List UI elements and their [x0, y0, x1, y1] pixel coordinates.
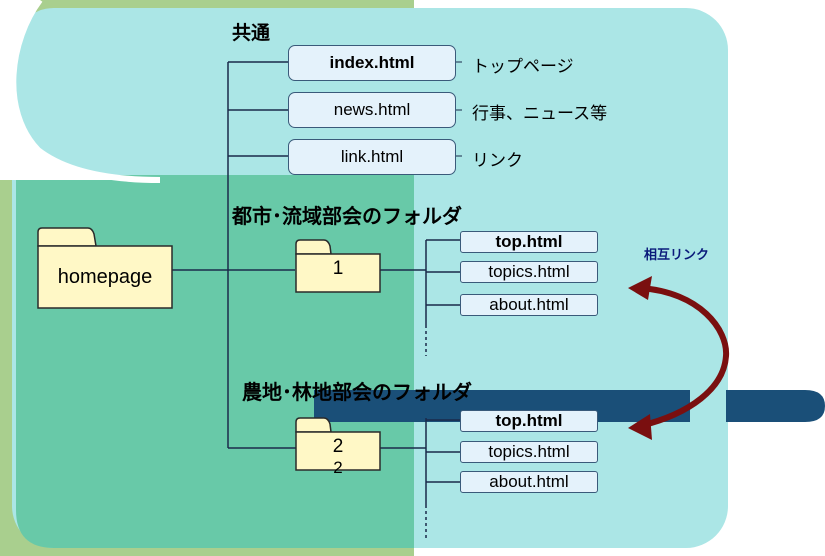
folder-1-label: 1	[332, 258, 344, 279]
folder-2-icon	[295, 417, 381, 471]
group2-heading: 農地･林地部会のフォルダ	[242, 380, 472, 404]
tree-lines	[172, 61, 460, 505]
group2-topics-file[interactable]: topics.html	[460, 441, 598, 463]
folder-1-icon	[295, 239, 381, 293]
index-file-box[interactable]: index.html	[288, 45, 456, 81]
group2-about-file[interactable]: about.html	[460, 471, 598, 493]
group1-about-file[interactable]: about.html	[460, 294, 598, 316]
group2-top-file[interactable]: top.html	[460, 410, 598, 432]
group1-top-file[interactable]: top.html	[460, 231, 598, 253]
homepage-folder-icon	[37, 227, 173, 309]
link-desc: リンク	[472, 151, 523, 171]
index-desc: トップページ	[472, 57, 574, 77]
white-arc	[10, 0, 161, 183]
news-desc: 行事、ニュース等	[472, 104, 608, 124]
mutual-link-label: 相互リンク	[644, 248, 710, 263]
folder-2-label-shadow: 2	[333, 458, 343, 477]
group1-heading: 都市･流域部会のフォルダ	[232, 204, 462, 228]
news-file-box[interactable]: news.html	[288, 92, 456, 128]
common-heading: 共通	[232, 22, 271, 44]
white-corner-curve	[0, 0, 160, 180]
navy-bar-mask-left	[262, 390, 314, 422]
desc-connectors	[456, 61, 462, 157]
folder-2-label: 2	[332, 436, 344, 457]
group1-topics-file[interactable]: topics.html	[460, 261, 598, 283]
mutual-link-arrow	[628, 276, 730, 440]
link-file-box[interactable]: link.html	[288, 139, 456, 175]
navy-bar	[262, 390, 825, 422]
homepage-folder-label: homepage	[57, 266, 153, 288]
